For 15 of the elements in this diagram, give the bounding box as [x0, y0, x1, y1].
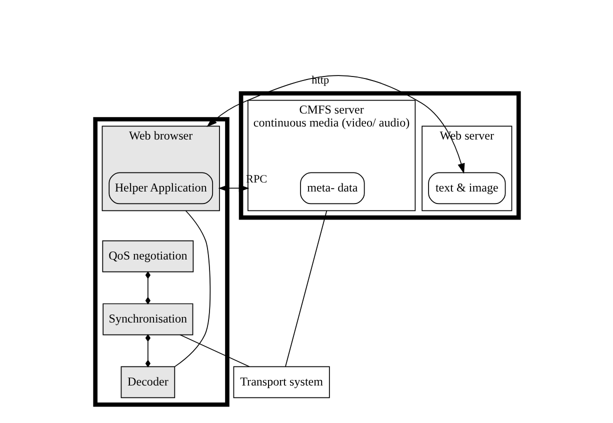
connector — [179, 334, 250, 368]
node-box: meta- data — [300, 172, 364, 204]
connector — [284, 210, 327, 367]
connector — [174, 210, 210, 367]
arrow — [206, 75, 464, 174]
node-box: QoS negotiation — [102, 240, 194, 272]
node-box: Synchronisation — [102, 303, 193, 336]
connector — [144, 334, 150, 368]
node-box: Helper Application — [108, 172, 213, 204]
arrow — [218, 184, 249, 192]
connector — [144, 271, 150, 304]
node-box: Transport system — [232, 366, 330, 398]
node-box: Decoder — [120, 366, 175, 398]
node-box: text & image — [428, 172, 506, 204]
edge-label: http — [311, 74, 329, 86]
